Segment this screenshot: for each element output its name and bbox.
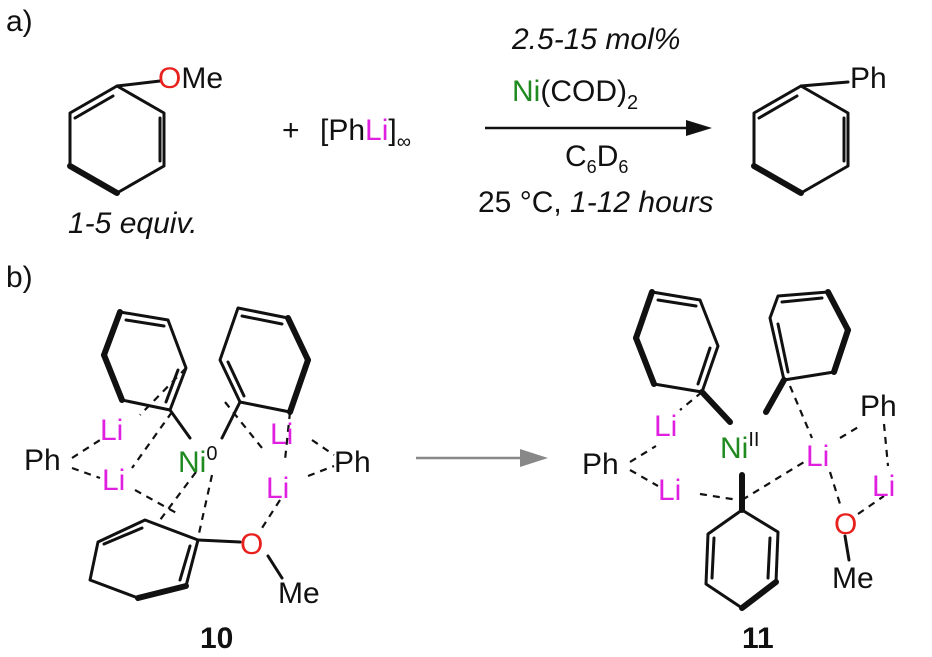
complex-11-ph-right: Ph xyxy=(860,390,897,423)
phenyllithium-reagent: [PhLi]∞ xyxy=(320,114,411,153)
complex-10-li-right-bottom: Li xyxy=(266,472,289,505)
complex-10-methyl: Me xyxy=(278,577,320,610)
complex-11-li-left-bottom: Li xyxy=(658,474,681,507)
solvent-formula: C6D6 xyxy=(565,140,628,177)
complex-11-ph-left: Ph xyxy=(582,448,619,481)
complex-10-label: 10 xyxy=(200,622,233,655)
anisole-equiv-note: 1-5 equiv. xyxy=(68,207,198,240)
anisole-oxygen: OMe xyxy=(158,62,223,95)
complex-10-structure xyxy=(71,306,335,601)
plus-sign: + xyxy=(282,114,300,147)
complex-11-methyl: Me xyxy=(832,562,874,595)
complex-10-li-right-top: Li xyxy=(270,418,293,451)
complex-11-label: 11 xyxy=(742,622,774,655)
complex-10-ph-left: Ph xyxy=(24,444,61,477)
catalyst-loading: 2.5-15 mol% xyxy=(511,23,680,56)
complex-11-li-left-top: Li xyxy=(654,410,677,443)
complex-10-oxygen: O xyxy=(240,528,263,561)
product-phenyl: Ph xyxy=(850,62,887,95)
panel-a-label: a) xyxy=(6,5,33,38)
reaction-arrow-a xyxy=(485,120,712,136)
temperature-time: 25 °C, 1-12 hours xyxy=(478,186,713,219)
panel-b-label: b) xyxy=(6,261,33,294)
complex-11-li-right: Li xyxy=(872,470,895,503)
complex-10-li-bottom: Li xyxy=(102,464,125,497)
catalyst-formula: Ni(COD)2 xyxy=(512,75,638,114)
complex-11-li-center: Li xyxy=(806,440,829,473)
complex-11-structure xyxy=(629,289,890,611)
complex-10-nickel: Ni0 xyxy=(178,443,217,479)
reaction-arrow-b xyxy=(416,449,548,467)
complex-11-oxygen: O xyxy=(834,508,857,541)
complex-11-nickel: NiII xyxy=(720,429,759,465)
biphenyl-ring xyxy=(751,80,850,196)
complex-10-li-top: Li xyxy=(100,414,123,447)
anisole-ring xyxy=(67,79,166,196)
complex-10-ph-right: Ph xyxy=(334,446,371,479)
